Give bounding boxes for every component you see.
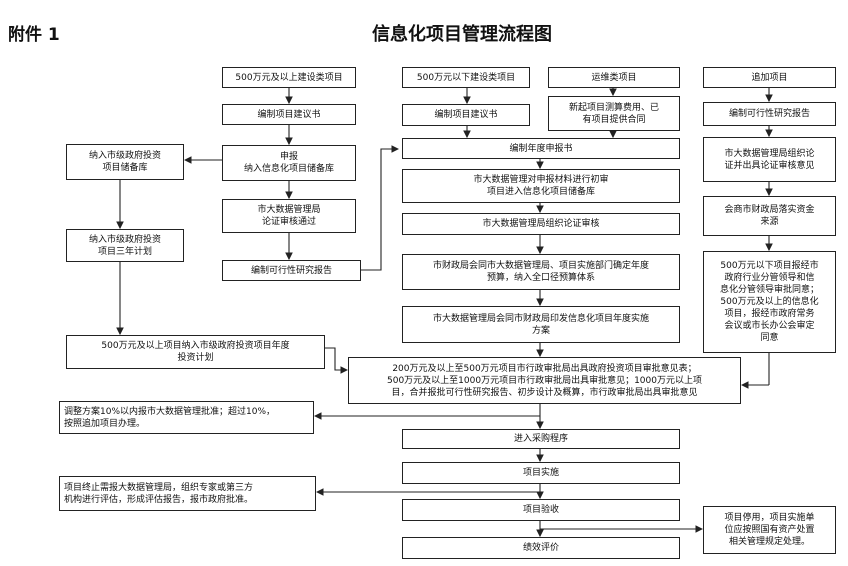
box-bigdata-review-passed: 市大数据管理局 论证审核通过 [222, 199, 356, 233]
box-termination: 项目终止需报大数据管理局，组织专家或第三方 机构进行评估，形成评估报告，报市政府… [59, 476, 316, 511]
box-feasibility-report-additional: 编制可行性研究报告 [703, 102, 836, 126]
box-additional-project: 追加项目 [703, 67, 836, 88]
box-declare-reserve: 申报 纳入信息化项目储备库 [222, 145, 356, 181]
box-budget-confirmation: 市财政局会同市大数据管理局、项目实施部门确定年度 预算，纳入全口径预算体系 [402, 254, 680, 290]
box-asset-disposal: 项目停用，项目实施单 位应按照国有资产处置 相关管理规定处理。 [703, 506, 836, 554]
box-approval-rules: 500万元以下项目报经市 政府行业分管领导和信 息化分管领导审批同意； 500万… [703, 251, 836, 353]
box-three-year-plan: 纳入市级政府投资 项目三年计划 [66, 229, 184, 262]
box-small-construction-project: 500万元以下建设类项目 [402, 67, 530, 88]
box-compile-proposal-small: 编制项目建议书 [402, 104, 530, 126]
box-procurement: 进入采购程序 [402, 429, 680, 449]
box-compile-proposal: 编制项目建议书 [222, 104, 356, 125]
page-title: 信息化项目管理流程图 [372, 24, 552, 45]
box-investment-reserve: 纳入市级政府投资 项目储备库 [66, 144, 184, 180]
box-review-opinion: 市大数据管理局组织论 证并出具论证审核意见 [703, 137, 836, 182]
box-large-construction-project: 500万元及以上建设类项目 [222, 67, 356, 88]
box-organize-review: 市大数据管理局组织论证审核 [402, 213, 680, 235]
box-preliminary-review: 市大数据管理对申报材料进行初审 项目进入信息化项目储备库 [402, 169, 680, 203]
annex-label: 附件 1 [8, 25, 60, 45]
box-performance-evaluation: 绩效评价 [402, 537, 680, 559]
box-funding-source: 会商市财政局落实资金 来源 [703, 196, 836, 236]
box-operation-project: 运维类项目 [548, 67, 680, 88]
box-adjust-plan: 调整方案10%以内报市大数据管理批准；超过10%， 按照追加项目办理。 [59, 401, 314, 434]
box-cost-estimate-contract: 新起项目测算费用、已 有项目提供合同 [548, 96, 680, 131]
box-annual-investment-plan: 500万元及以上项目纳入市级政府投资项目年度 投资计划 [66, 335, 325, 369]
box-annual-declaration: 编制年度申报书 [402, 138, 680, 159]
box-administrative-approval: 200万元及以上至500万元项目市行政审批局出具政府投资项目审批意见表； 500… [348, 357, 741, 404]
box-compile-feasibility-report: 编制可行性研究报告 [222, 260, 361, 281]
box-annual-implementation-plan: 市大数据管理局会同市财政局印发信息化项目年度实施 方案 [402, 306, 680, 343]
box-implementation: 项目实施 [402, 462, 680, 484]
box-acceptance: 项目验收 [402, 499, 680, 521]
